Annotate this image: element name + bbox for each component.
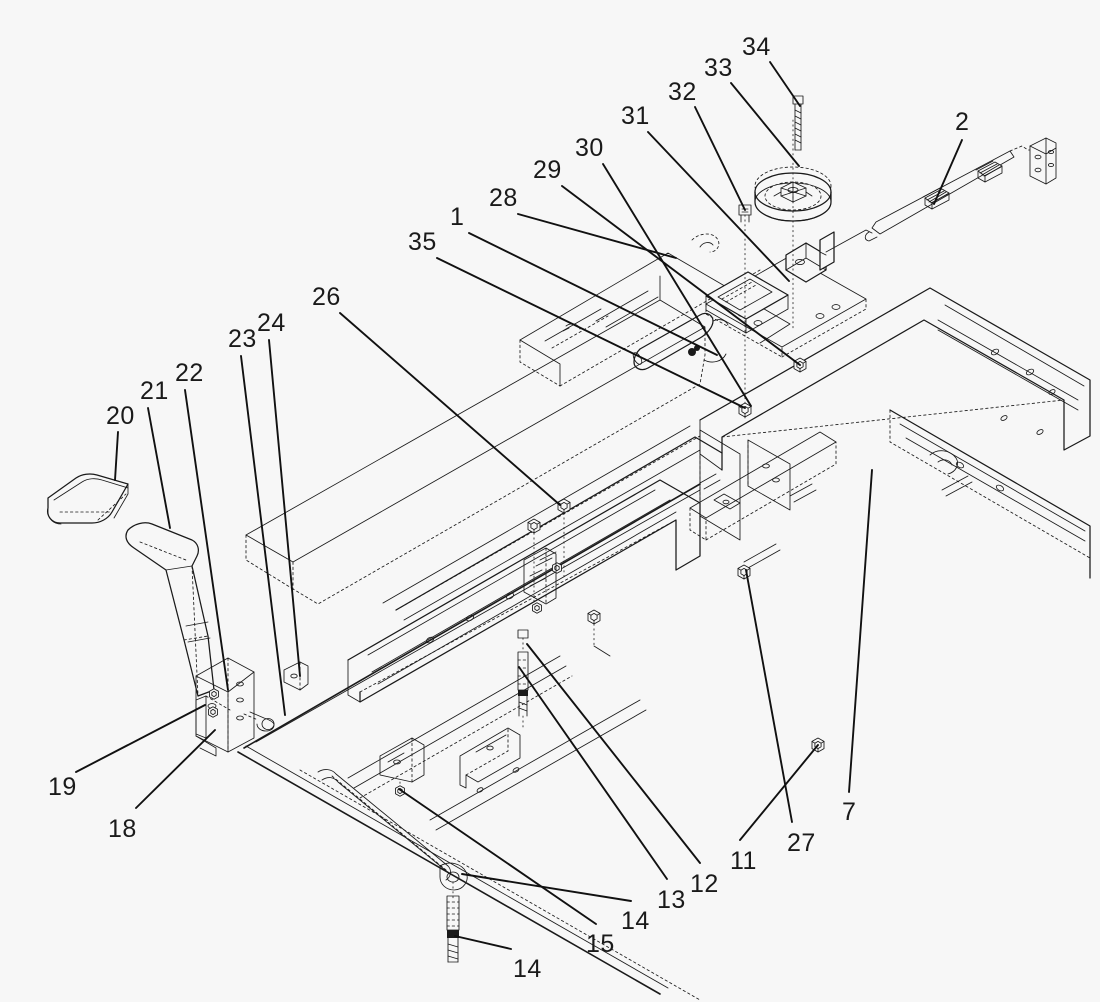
callout-label-35: 35 xyxy=(408,228,437,256)
pulley-bolt xyxy=(792,95,804,151)
lower-spring xyxy=(446,895,460,963)
callout-label-20: 20 xyxy=(106,402,135,430)
turnbuckle-rod-assembly xyxy=(864,137,1057,242)
callout-label-22: 22 xyxy=(175,359,204,387)
pivot-bracket xyxy=(195,657,275,757)
callout-label-21: 21 xyxy=(140,377,169,405)
callout-label-19: 19 xyxy=(48,773,77,801)
pulley-sheave xyxy=(754,119,832,331)
callout-label-1: 1 xyxy=(450,203,465,231)
callout-label-30: 30 xyxy=(575,134,604,162)
lower-linkage-rod xyxy=(317,769,468,899)
callout-label-32: 32 xyxy=(668,78,697,106)
callout-label-2: 2 xyxy=(955,108,970,136)
center-cross-member xyxy=(689,429,837,569)
upper-mount-assembly xyxy=(691,229,873,358)
fasteners-central xyxy=(523,357,825,753)
callout-label-28: 28 xyxy=(489,184,518,212)
callout-label-18: 18 xyxy=(108,815,137,843)
callout-label-11: 11 xyxy=(730,847,757,875)
pedal-lever-arm xyxy=(125,522,215,697)
callout-label-15: 15 xyxy=(586,930,615,958)
leader-lines xyxy=(75,61,963,950)
callout-label-31: 31 xyxy=(621,102,650,130)
left-frame-rail xyxy=(243,425,723,749)
callout-label-14a: 14 xyxy=(621,907,650,935)
callout-label-14b: 14 xyxy=(513,955,542,983)
pedal-grip-pad xyxy=(46,473,129,525)
callout-label-26: 26 xyxy=(312,283,341,311)
callout-label-33: 33 xyxy=(704,54,733,82)
callout-label-27: 27 xyxy=(787,829,816,857)
callout-label-12: 12 xyxy=(690,870,719,898)
right-frame-rail xyxy=(699,287,1091,579)
callout-label-29: 29 xyxy=(533,156,562,184)
angled-deck-plate-group xyxy=(245,252,791,605)
callout-label-7: 7 xyxy=(842,798,857,826)
callout-label-23: 23 xyxy=(228,325,257,353)
small-link-bracket xyxy=(283,661,309,691)
callout-label-34: 34 xyxy=(742,33,771,61)
callout-label-13: 13 xyxy=(657,886,686,914)
spring-bolt-assembly xyxy=(517,629,529,731)
callout-label-24: 24 xyxy=(257,309,286,337)
